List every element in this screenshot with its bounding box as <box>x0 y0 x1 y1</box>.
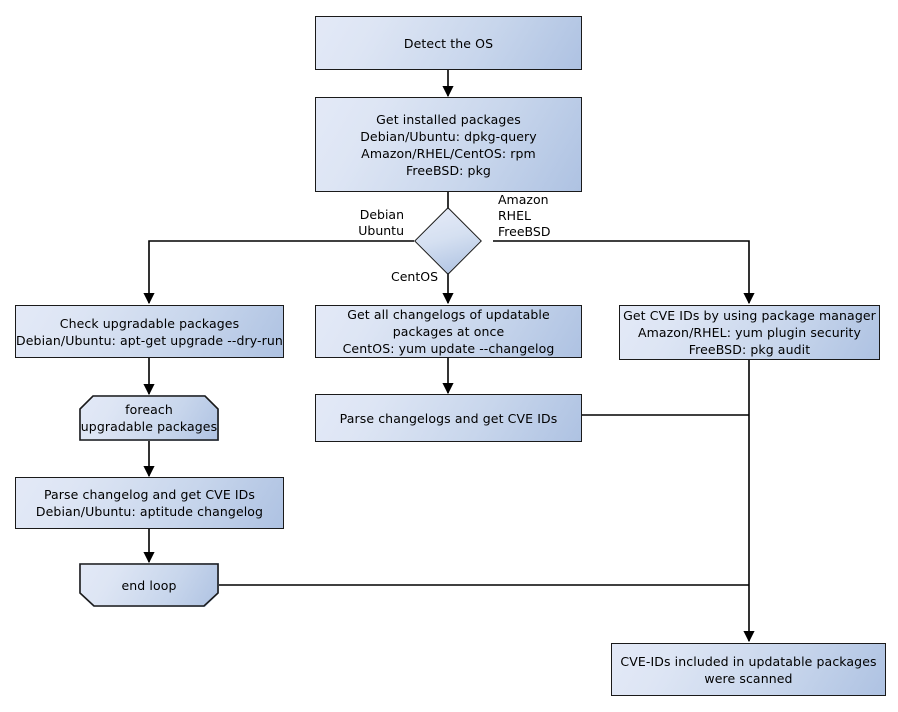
edge-label-centos: CentOS <box>390 269 438 284</box>
node-get-all-changelogs[interactable]: Get all changelogs of updatable packages… <box>315 305 582 358</box>
node-detect-os-label: Detect the OS <box>403 35 494 51</box>
end-loop-shape-outline <box>79 563 219 607</box>
node-check-upgradable-packages[interactable]: Check upgradable packages Debian/Ubuntu:… <box>15 305 284 358</box>
node-get-all-changelogs-label: Get all changelogs of updatable packages… <box>342 307 555 356</box>
node-get-installed-packages[interactable]: Get installed packages Debian/Ubuntu: dp… <box>315 97 582 192</box>
node-foreach-upgradable-packages[interactable]: foreach upgradable packages <box>79 395 219 441</box>
node-parse-changelogs-get-cve-ids-label: Parse changelogs and get CVE IDs <box>339 410 558 426</box>
node-get-installed-packages-label: Get installed packages Debian/Ubuntu: dp… <box>360 111 537 178</box>
node-get-cve-ids-package-manager[interactable]: Get CVE IDs by using package manager Ama… <box>619 305 880 360</box>
node-get-cve-ids-package-manager-label: Get CVE IDs by using package manager Ama… <box>623 308 876 357</box>
node-parse-changelog-get-cve-ids-label: Parse changelog and get CVE IDs Debian/U… <box>35 487 264 519</box>
edge-decision-to-pkgmgr <box>493 240 755 305</box>
node-end-loop-label: end loop <box>121 577 177 593</box>
foreach-shape-fill <box>79 395 219 441</box>
node-check-upgradable-packages-label: Check upgradable packages Debian/Ubuntu:… <box>16 315 283 348</box>
node-scan-complete-label: CVE-IDs included in updatable packages w… <box>620 653 877 686</box>
edge-label-debian-ubuntu: Debian Ubuntu <box>358 207 404 238</box>
node-scan-complete[interactable]: CVE-IDs included in updatable packages w… <box>611 643 886 696</box>
foreach-shape-outline <box>79 395 219 441</box>
node-detect-os[interactable]: Detect the OS <box>315 16 582 70</box>
edge-label-amazon-rhel-freebsd: Amazon RHEL FreeBSD <box>498 192 551 239</box>
node-os-decision[interactable] <box>414 207 482 275</box>
node-end-loop[interactable]: end loop <box>79 563 219 607</box>
node-foreach-upgradable-packages-label: foreach upgradable packages <box>80 402 218 434</box>
node-parse-changelogs-get-cve-ids[interactable]: Parse changelogs and get CVE IDs <box>315 394 582 442</box>
end-loop-shape-fill <box>79 563 219 607</box>
node-parse-changelog-get-cve-ids[interactable]: Parse changelog and get CVE IDs Debian/U… <box>15 477 284 529</box>
